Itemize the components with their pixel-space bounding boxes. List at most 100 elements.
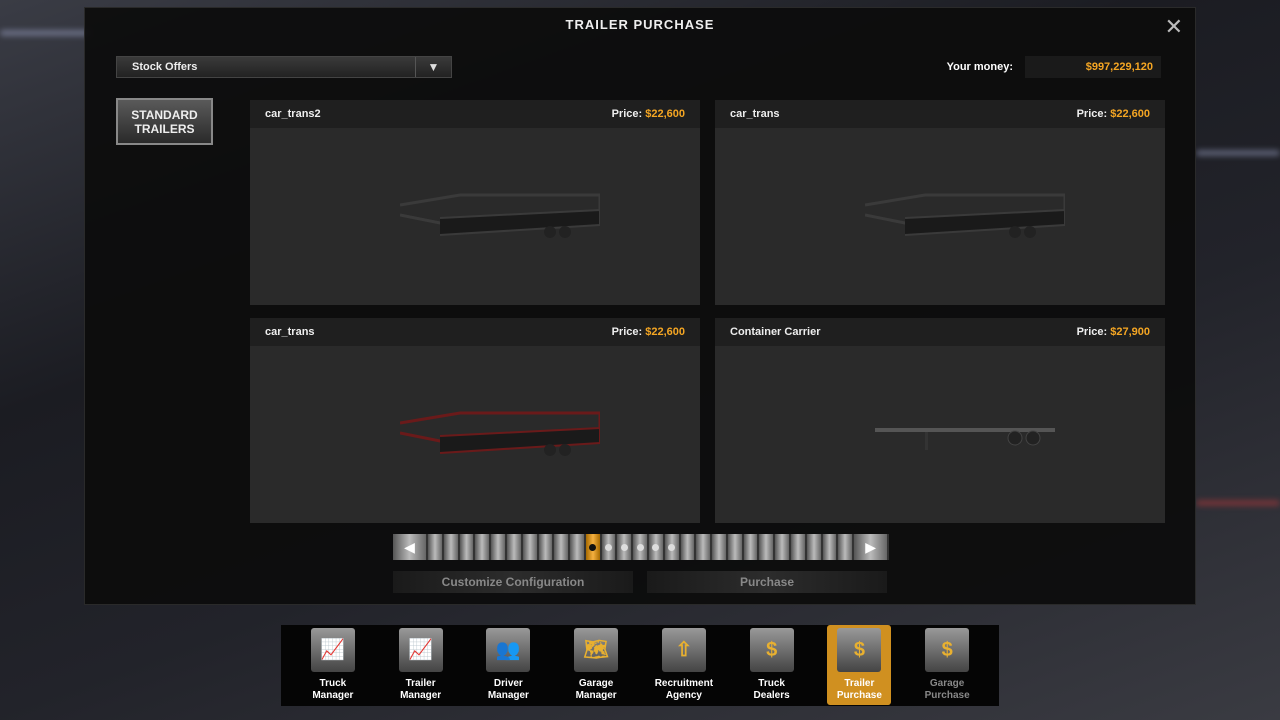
pager-segment[interactable] [538,534,553,560]
price-label: Price: [611,108,643,120]
price-label: Price: [611,326,643,338]
price-label: Price: [1076,326,1108,338]
driver-manager-icon: 👥 [486,628,531,672]
pager-segment[interactable] [491,534,505,560]
trailer-purchase-window: TRAILER PURCHASE ✕ Stock Offers ▼ Your m… [84,7,1196,605]
offer-name: car_trans [265,326,315,338]
recruitment-icon: ⇧ [661,628,706,672]
pager-segment[interactable] [791,534,805,560]
standard-trailers-button[interactable]: STANDARD TRAILERS [116,98,213,145]
dock-label-line1: Driver [493,678,523,689]
pager-segment[interactable] [743,534,758,560]
pager-segment[interactable] [617,534,632,560]
dock-label-line1: Garage [578,678,614,689]
pager-segment[interactable] [680,534,695,560]
pager-segment[interactable] [475,534,490,560]
pager-segment[interactable] [459,534,474,560]
pager-segment[interactable] [664,534,679,560]
dock-label-line2: Manager [487,690,529,701]
pager-segment[interactable] [806,534,821,560]
pager-segment[interactable] [649,534,663,560]
offer-name: car_trans [730,108,780,120]
price-value: $22,600 [645,108,685,120]
trailer-offer-card[interactable]: car_trans2 Price: $22,600 [250,100,700,305]
chevron-down-icon[interactable]: ▼ [415,57,451,77]
background-light [0,30,90,36]
dock-label-line2: Agency [665,690,702,701]
offer-name: Container Carrier [730,326,821,338]
pager-next-icon[interactable]: ▶ [854,534,888,560]
offer-price: Price: $27,900 [1077,326,1150,338]
dock-label-line2: Manager [400,690,442,701]
pager-segment[interactable] [601,534,616,560]
offers-dropdown[interactable]: Stock Offers ▼ [116,56,452,78]
offer-name: car_trans2 [265,108,321,120]
trailer-image [400,411,600,456]
pager-prev-icon[interactable]: ◀ [393,534,427,560]
money-display: Your money: $997,229,120 [947,56,1161,78]
dock-label-line2: Manager [312,690,354,701]
purchase-button[interactable]: Purchase [647,571,887,593]
truck-manager-icon: 📈 [310,628,355,672]
pager-segment[interactable] [570,534,584,560]
category-line1: STANDARD [131,108,198,122]
pager-segment[interactable] [775,534,790,560]
pager-segment[interactable] [727,534,742,560]
offer-price: Price: $22,600 [612,108,685,120]
pager-segment[interactable] [428,534,442,560]
background-light [1196,150,1280,156]
pager-segment[interactable] [759,534,774,560]
pager-segment[interactable] [443,534,458,560]
category-line2: TRAILERS [134,122,195,136]
offer-price: Price: $22,600 [1077,108,1150,120]
price-value: $27,900 [1110,326,1150,338]
price-value: $22,600 [1110,108,1150,120]
price-label: Price: [1076,108,1108,120]
money-label: Your money: [946,61,1013,73]
garage-purchase-icon: $ [925,628,970,672]
dock-label-line1: Truck Dealers [753,678,790,701]
dock-item-truck-dealers[interactable]: $ Truck Dealers [740,625,804,705]
trailer-manager-icon: 📈 [398,628,443,672]
dock-label-line1: Garage [929,678,965,689]
dock-label-line1: Trailer [844,678,875,689]
trailer-offer-card[interactable]: Container Carrier Price: $27,900 [715,318,1165,523]
close-icon[interactable]: ✕ [1164,14,1183,39]
pager-segment[interactable] [838,534,853,560]
dock-label-line1: Recruitment [654,678,714,689]
pager-segment[interactable] [554,534,569,560]
pager-segment[interactable] [506,534,521,560]
pager-segment[interactable] [712,534,726,560]
pager-segment-active[interactable] [585,534,600,560]
pager-segment[interactable] [822,534,837,560]
price-value: $22,600 [645,326,685,338]
dock-label-line1: Truck [319,678,347,689]
pager-segment[interactable] [696,534,711,560]
trailer-image [400,193,600,238]
trailer-offer-card[interactable]: car_trans Price: $22,600 [715,100,1165,305]
offer-price: Price: $22,600 [612,326,685,338]
offer-pager[interactable]: ◀▶ [393,534,889,560]
pager-segment[interactable] [522,534,537,560]
trailer-purchase-icon: $ [837,628,882,672]
dock-label-line2: Purchase [924,690,970,701]
customize-configuration-button[interactable]: Customize Configuration [393,571,633,593]
trailer-image [875,428,1055,450]
window-title: TRAILER PURCHASE [565,17,715,32]
dock-label-line2: Purchase [836,690,882,701]
trailer-offer-card[interactable]: car_trans Price: $22,600 [250,318,700,523]
background-light [1196,500,1280,506]
garage-manager-icon: 🗺 [574,628,619,672]
truck-dealers-icon: $ [749,628,794,672]
trailer-image [865,193,1065,238]
dropdown-value: Stock Offers [132,61,198,73]
dock-label-line1: Trailer [405,678,436,689]
pager-segment[interactable] [633,534,647,560]
